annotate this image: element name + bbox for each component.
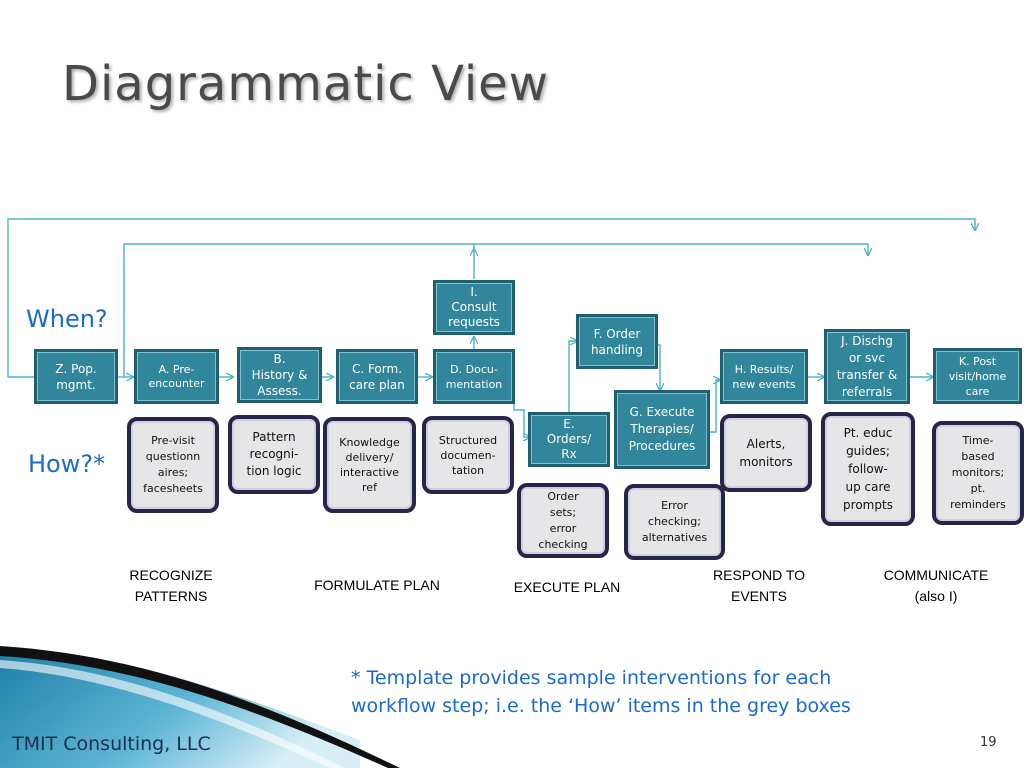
step-g-execute-therapies[interactable]: G. Execute Therapies/ Procedures bbox=[614, 390, 710, 469]
intervention-label: Time- based monitors; pt. reminders bbox=[950, 434, 1006, 511]
intervention-label: Error checking; alternatives bbox=[641, 499, 708, 544]
intervention-label: Pt. educ guides; follow- up care prompts bbox=[843, 426, 893, 512]
step-label: K. Post visit/home care bbox=[948, 354, 1007, 398]
step-label: F. Order handling bbox=[590, 326, 644, 357]
step-label: D. Docu- mentation bbox=[445, 362, 503, 391]
phase-execute-plan: EXECUTE PLAN bbox=[513, 579, 621, 595]
step-label: E. Orders/ Rx bbox=[546, 417, 592, 461]
intervention-b[interactable]: Pattern recogni- tion logic bbox=[228, 415, 320, 494]
footnote-line-2: workflow step; i.e. the ‘How’ items in t… bbox=[351, 695, 851, 717]
step-label: B. History & Assess. bbox=[251, 352, 308, 398]
intervention-a[interactable]: Pre-visit questionn aires; facesheets bbox=[127, 417, 219, 513]
intervention-label: Order sets; error checking bbox=[538, 489, 588, 551]
step-j-discharge-transfer[interactable]: J. Dischg or svc transfer & referrals bbox=[824, 329, 910, 404]
step-e-orders-rx[interactable]: E. Orders/ Rx bbox=[528, 412, 610, 467]
footer-company: TMIT Consulting, LLC bbox=[12, 733, 211, 755]
step-i-consult-requests[interactable]: I. Consult requests bbox=[433, 280, 515, 335]
intervention-label: Knowledge delivery/ interactive ref bbox=[339, 436, 400, 494]
phase-recognize-patterns: RECOGNIZE PATTERNS bbox=[129, 567, 213, 604]
step-label: H. Results/ new events bbox=[732, 362, 796, 391]
step-label: C. Form. care plan bbox=[349, 361, 405, 392]
step-label: I. Consult requests bbox=[448, 285, 500, 329]
intervention-k[interactable]: Time- based monitors; pt. reminders bbox=[932, 421, 1024, 525]
intervention-label: Pre-visit questionn aires; facesheets bbox=[143, 434, 203, 495]
phase-communicate: COMMUNICATE (also I) bbox=[883, 567, 989, 604]
step-a-pre-encounter[interactable]: A. Pre- encounter bbox=[134, 349, 219, 404]
phase-formulate-plan: FORMULATE PLAN bbox=[314, 577, 440, 593]
page-title: Diagrammatic View bbox=[62, 56, 549, 112]
footnote-line-1: * Template provides sample interventions… bbox=[351, 667, 832, 689]
phase-respond-to-events: RESPOND TO EVENTS bbox=[712, 567, 806, 604]
intervention-h[interactable]: Alerts, monitors bbox=[720, 414, 812, 492]
loop-arrow-k bbox=[7, 218, 975, 378]
step-f-order-handling[interactable]: F. Order handling bbox=[576, 314, 658, 369]
intervention-d[interactable]: Structured documen- tation bbox=[422, 416, 514, 494]
intervention-c[interactable]: Knowledge delivery/ interactive ref bbox=[323, 417, 416, 513]
intervention-j[interactable]: Pt. educ guides; follow- up care prompts bbox=[821, 412, 915, 526]
step-label: Z. Pop. mgmt. bbox=[55, 361, 97, 392]
step-label: G. Execute Therapies/ Procedures bbox=[628, 405, 696, 453]
intervention-e[interactable]: Order sets; error checking bbox=[517, 483, 609, 558]
page-number: 19 bbox=[980, 735, 997, 750]
intervention-label: Alerts, monitors bbox=[739, 437, 793, 469]
how-label: How?* bbox=[28, 450, 106, 478]
footnote: * Template provides sample interventions… bbox=[351, 664, 991, 720]
step-label: J. Dischg or svc transfer & referrals bbox=[836, 333, 898, 399]
step-d-documentation[interactable]: D. Docu- mentation bbox=[433, 349, 515, 404]
step-b-history-assess[interactable]: B. History & Assess. bbox=[237, 347, 322, 403]
step-h-results-events[interactable]: H. Results/ new events bbox=[720, 349, 808, 404]
step-c-form-care-plan[interactable]: C. Form. care plan bbox=[336, 349, 418, 404]
when-label: When? bbox=[26, 305, 108, 333]
step-z-pop-mgmt[interactable]: Z. Pop. mgmt. bbox=[34, 349, 118, 404]
intervention-label: Pattern recogni- tion logic bbox=[246, 430, 302, 478]
step-label: A. Pre- encounter bbox=[148, 362, 205, 390]
intervention-label: Structured documen- tation bbox=[438, 433, 498, 477]
step-k-post-visit[interactable]: K. Post visit/home care bbox=[933, 348, 1022, 404]
intervention-g[interactable]: Error checking; alternatives bbox=[624, 484, 725, 560]
loop-arrow-j bbox=[123, 243, 868, 377]
